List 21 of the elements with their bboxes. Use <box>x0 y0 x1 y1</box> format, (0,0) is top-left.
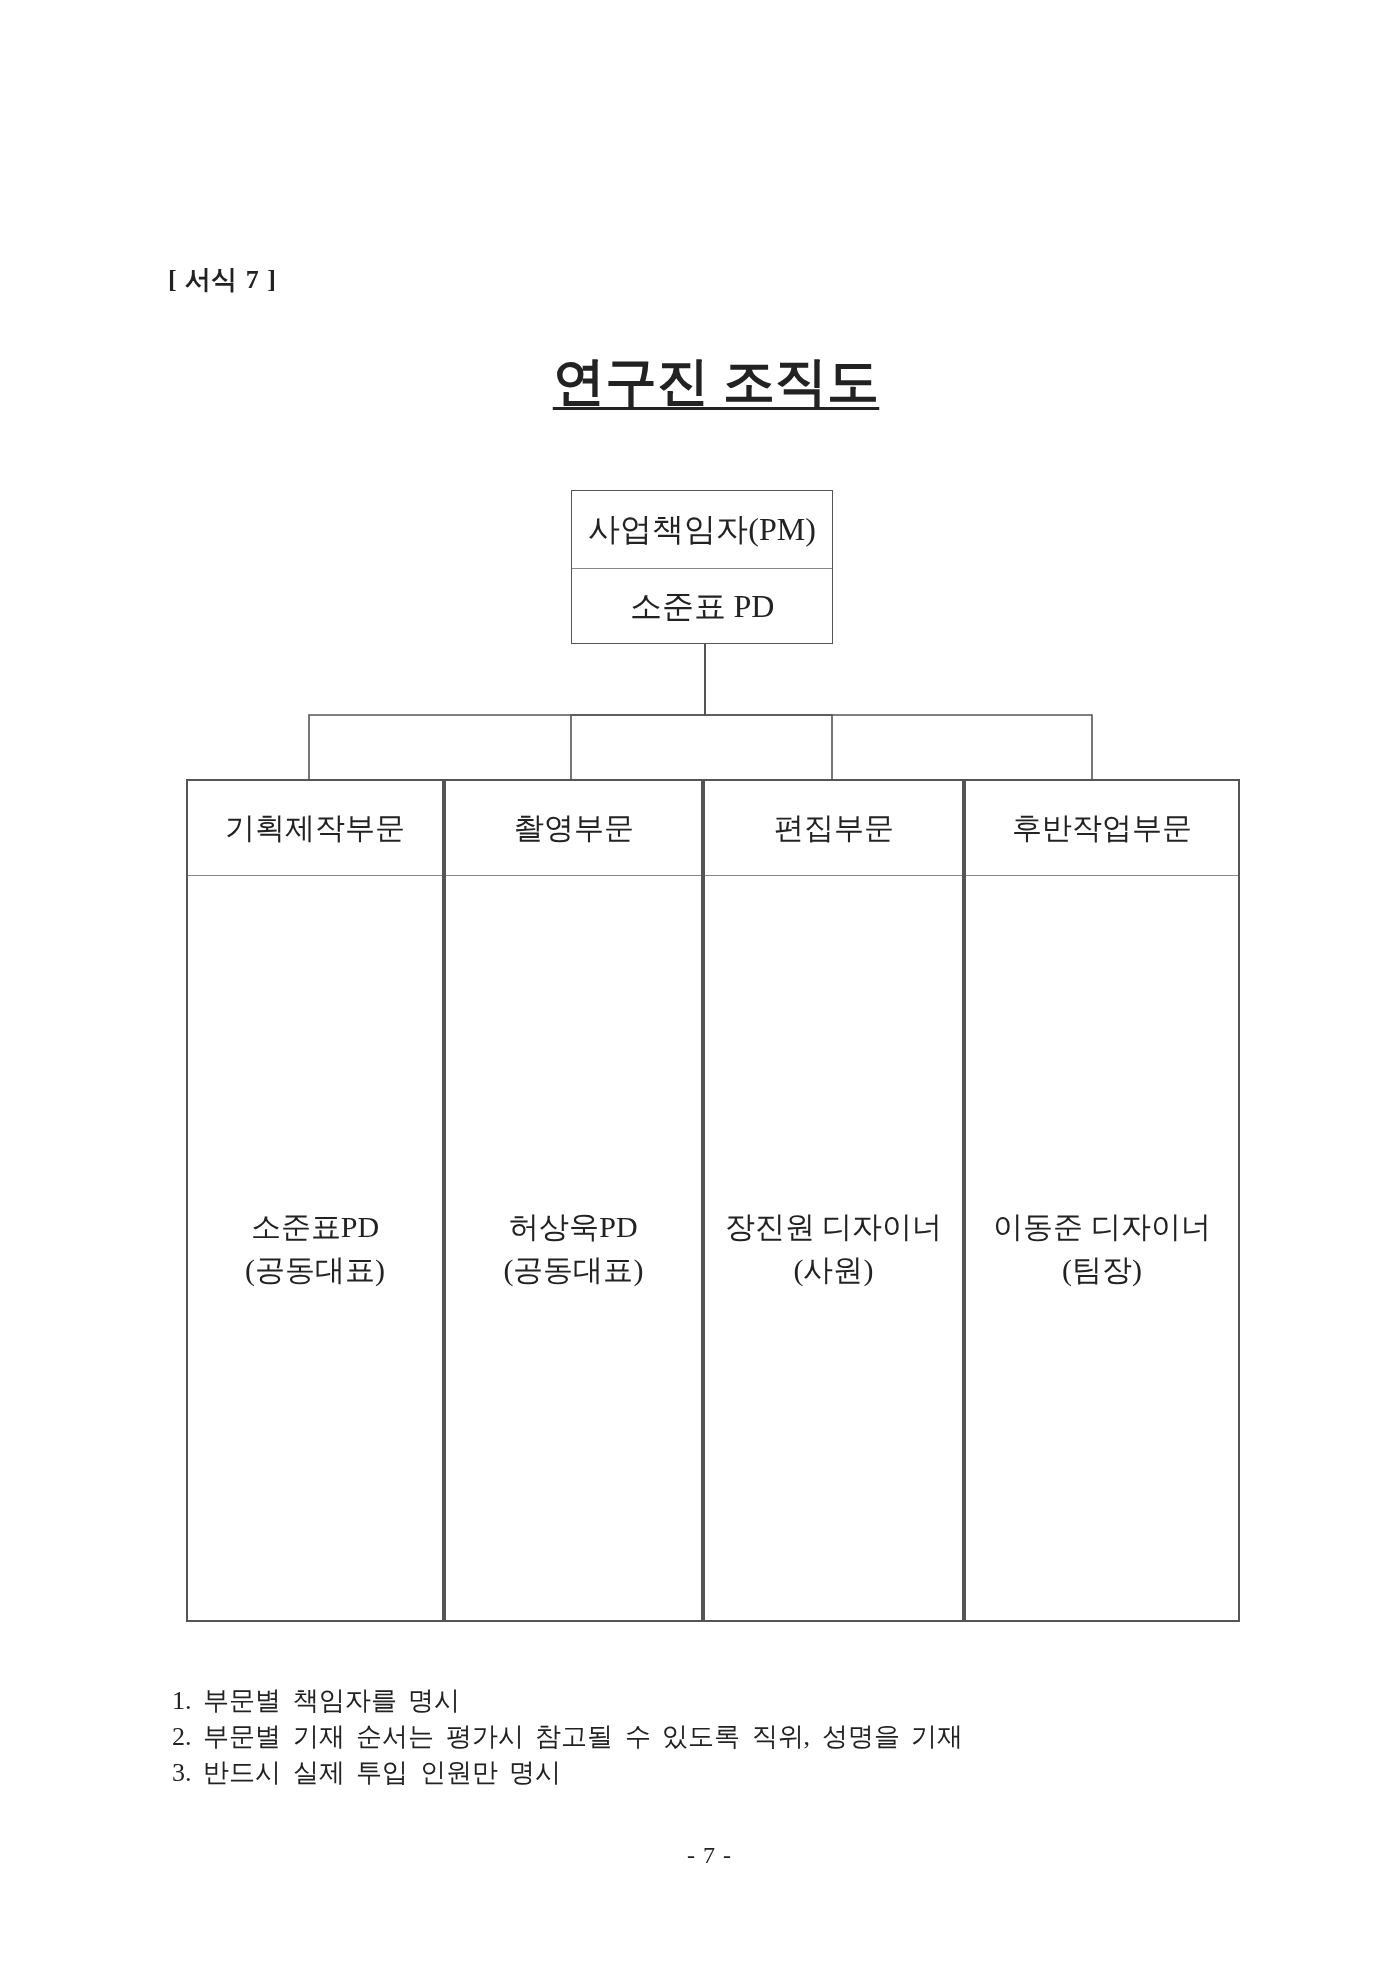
department-name: 편집부문 <box>773 810 894 847</box>
note-text: 3. 반드시 실제 투입 인원만 명시 <box>172 1757 561 1789</box>
department-name: 기획제작부문 <box>225 810 405 847</box>
department-name: 촬영부문 <box>513 810 634 847</box>
member-name: 소준표PD (공동대표) <box>244 1208 386 1288</box>
department-column <box>703 779 964 1622</box>
note-text: 1. 부문별 책임자를 명시 <box>172 1685 460 1717</box>
member-name: 이동준 디자이너 (팀장) <box>992 1208 1212 1288</box>
page-number: - 7 - <box>687 1841 731 1870</box>
member-name: 허상욱PD (공동대표) <box>502 1208 645 1288</box>
department-column <box>186 779 444 1622</box>
department-column <box>444 779 703 1622</box>
department-column <box>964 779 1240 1622</box>
note-text: 2. 부문별 기재 순서는 평가시 참고될 수 있도록 직위, 성명을 기재 <box>172 1721 963 1753</box>
role-title: 사업책임자(PM) <box>588 510 816 550</box>
department-name: 후반작업부문 <box>1012 810 1192 847</box>
form-label: [ 서식 7 ] <box>168 264 276 296</box>
person-name: 소준표 PD <box>629 586 775 626</box>
role-box <box>571 490 833 644</box>
member-name: 장진원 디자이너 (사원) <box>723 1208 944 1288</box>
diagram-title: 연구진 조직도 <box>552 352 880 412</box>
